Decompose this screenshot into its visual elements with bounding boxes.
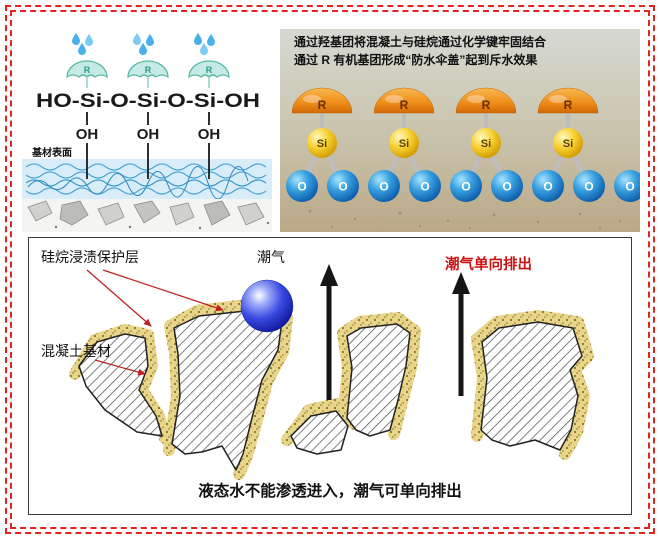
concrete-substrate-shapes [78, 309, 583, 471]
o-sphere-label: O [543, 180, 552, 194]
r-dome-label: R [482, 98, 491, 112]
o-sphere-label: O [420, 180, 429, 194]
o-sphere-label: O [338, 180, 347, 194]
chemical-formula-diagram: R R R HO-Si-O- [22, 33, 272, 232]
sand-speckles [308, 209, 622, 230]
si-sphere-label: Si [481, 138, 491, 150]
coating-label: 硅烷浸渍保护层 [41, 249, 139, 265]
o-sphere-label: O [502, 180, 511, 194]
o-sphere-label: O [461, 180, 470, 194]
si-sphere-label: Si [563, 138, 573, 150]
o-sphere-label: O [584, 180, 593, 194]
bottom-caption: 液态水不能渗透进入，潮气可单向排出 [198, 481, 462, 500]
moisture-label: 潮气 [257, 249, 285, 265]
cross-section-diagram: 硅烷浸渍保护层 潮气 潮气单向排出 混凝土基材 液态水不能渗透进入，潮气可单向排… [41, 249, 594, 500]
o-spheres: O O O O O O O O O [286, 170, 640, 202]
si-spheres: Si Si Si Si [307, 128, 583, 158]
r-umbrella-caps: R R R [66, 60, 230, 88]
caption-line-2: 通过 R 有机基团形成“防水伞盖”起到斥水效果 [294, 52, 537, 67]
o-sphere-label: O [379, 180, 388, 194]
umbrella-r-label: R [145, 65, 152, 75]
umbrella-r-label: R [84, 65, 91, 75]
umbrella-icon [127, 60, 169, 79]
r-domes: R R R [291, 87, 599, 114]
concrete-shape [346, 323, 411, 437]
water-sphere-icon [240, 279, 294, 333]
silane-formula-text: HO-Si-O-Si-O-Si-OH [36, 91, 260, 112]
caption-line-1: 通过羟基团将混凝土与硅烷通过化学键牢固结合 [294, 34, 547, 49]
blue-surface-texture [22, 159, 272, 200]
r-dome-label: R [564, 98, 573, 112]
panel-chemical-formula: R R R HO-Si-O- [22, 29, 272, 232]
substrate-surface-label: 基材表面 [31, 146, 72, 159]
oh-group-label: OH [76, 126, 99, 143]
r-dome-label: R [318, 98, 327, 112]
concrete-shape [78, 333, 163, 437]
concrete-shape [290, 410, 349, 455]
o-sphere-label: O [625, 180, 634, 194]
r-dome-icon [455, 87, 517, 114]
water-droplets-icon [72, 33, 215, 55]
concrete-shape [171, 309, 283, 471]
molecule-diagram: 通过羟基团将混凝土与硅烷通过化学键牢固结合 通过 R 有机基团形成“防水伞盖”起… [280, 29, 640, 232]
umbrella-icon [188, 60, 230, 79]
o-sphere-label: O [297, 180, 306, 194]
concrete-shape [480, 321, 583, 451]
moisture-up-arrows [320, 264, 470, 400]
si-sphere-label: Si [317, 138, 327, 150]
red-leader-arrows [86, 269, 224, 376]
oh-group-label: OH [137, 126, 160, 143]
concrete-texture [22, 199, 272, 232]
r-dome-icon [291, 87, 353, 114]
one-way-exhaust-label: 潮气单向排出 [445, 255, 532, 273]
top-row: R R R HO-Si-O- [22, 29, 644, 232]
substrate-label: 混凝土基材 [41, 343, 111, 359]
umbrella-r-label: R [206, 65, 213, 75]
si-sphere-label: Si [399, 138, 409, 150]
figure-content: R R R HO-Si-O- [16, 16, 644, 523]
bond-lines [86, 112, 210, 179]
oh-group-label: OH [198, 126, 221, 143]
panel-molecule: 通过羟基团将混凝土与硅烷通过化学键牢固结合 通过 R 有机基团形成“防水伞盖”起… [280, 29, 640, 232]
r-dome-icon [373, 87, 435, 114]
umbrella-icon [66, 60, 108, 79]
panel-cross-section: 硅烷浸渍保护层 潮气 潮气单向排出 混凝土基材 液态水不能渗透进入，潮气可单向排… [28, 237, 632, 515]
r-dome-label: R [400, 98, 409, 112]
r-dome-icon [537, 87, 599, 114]
